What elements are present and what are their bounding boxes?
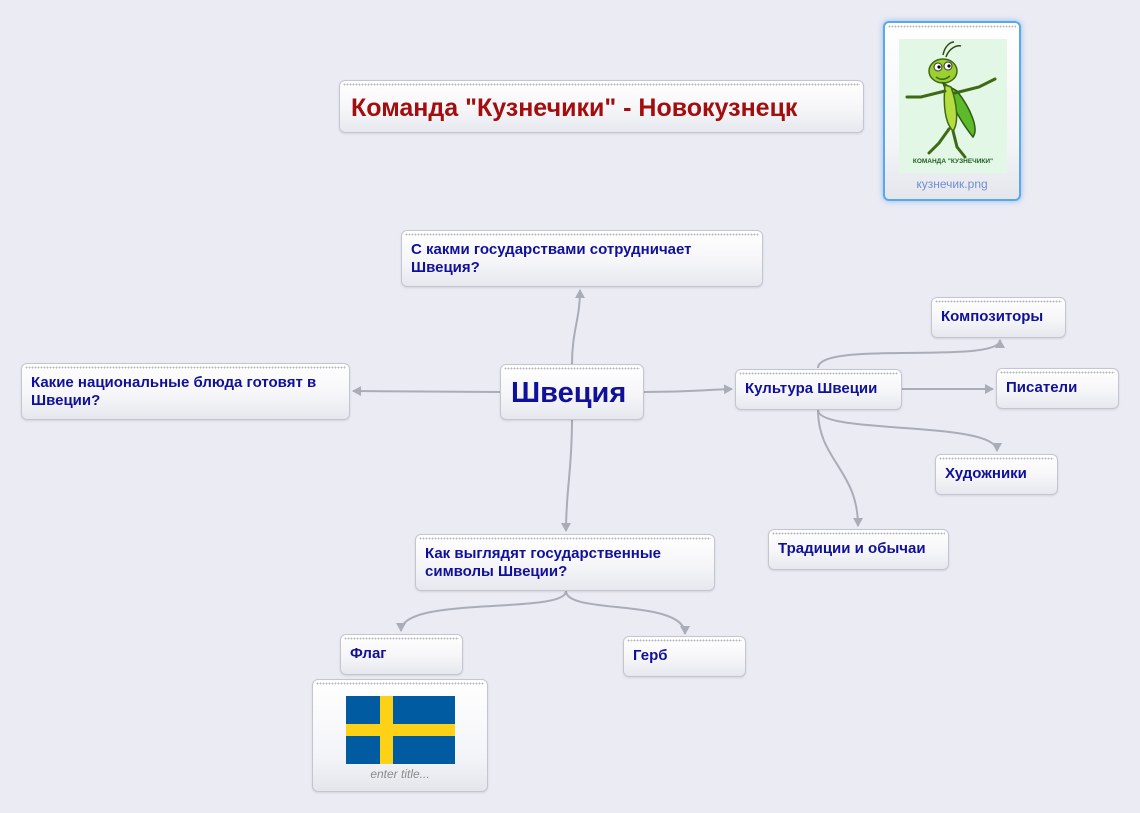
node-flag[interactable]: Флаг <box>340 634 463 675</box>
node-dishes[interactable]: Какие национальные блюда готовят в Швеци… <box>21 363 350 420</box>
node-cooperation[interactable]: С какми государствами сотрудничает Швеци… <box>401 230 763 287</box>
grasshopper-icon: КОМАНДА "КУЗНЕЧИКИ" <box>899 39 1007 173</box>
swedish-flag-icon <box>346 696 455 764</box>
grasshopper-image-caption[interactable]: кузнечик.png <box>916 177 988 191</box>
node-culture[interactable]: Культура Швеции <box>735 369 902 410</box>
grasshopper-logo-text: КОМАНДА "КУЗНЕЧИКИ" <box>913 158 993 165</box>
grasshopper-image-card[interactable]: КОМАНДА "КУЗНЕЧИКИ" кузнечик.png <box>883 21 1021 201</box>
edge-root-symbols <box>561 419 573 532</box>
flag-image-caption[interactable]: enter title... <box>370 767 430 781</box>
edge-root-dishes <box>352 386 501 397</box>
node-traditions[interactable]: Традиции и обычаи <box>768 529 949 570</box>
node-coat-of-arms[interactable]: Герб <box>623 636 746 677</box>
flag-image-card[interactable]: enter title... <box>312 679 488 792</box>
map-title[interactable]: Команда "Кузнечики" - Новокузнецк <box>339 80 864 133</box>
root-node-sweden[interactable]: Швеция <box>500 364 644 420</box>
edge-symbols-flag <box>396 590 567 632</box>
edge-root-culture <box>643 384 733 395</box>
node-artists[interactable]: Художники <box>935 454 1058 495</box>
node-symbols[interactable]: Как выглядят государственные символы Шве… <box>415 534 715 591</box>
edge-root-cooperation <box>571 289 585 365</box>
node-composers[interactable]: Композиторы <box>931 297 1066 338</box>
edge-culture-traditions <box>817 409 863 527</box>
edge-culture-artists <box>817 409 1002 452</box>
edge-culture-composers <box>817 339 1005 369</box>
edge-symbols-coat <box>565 590 690 635</box>
node-writers[interactable]: Писатели <box>996 368 1119 409</box>
